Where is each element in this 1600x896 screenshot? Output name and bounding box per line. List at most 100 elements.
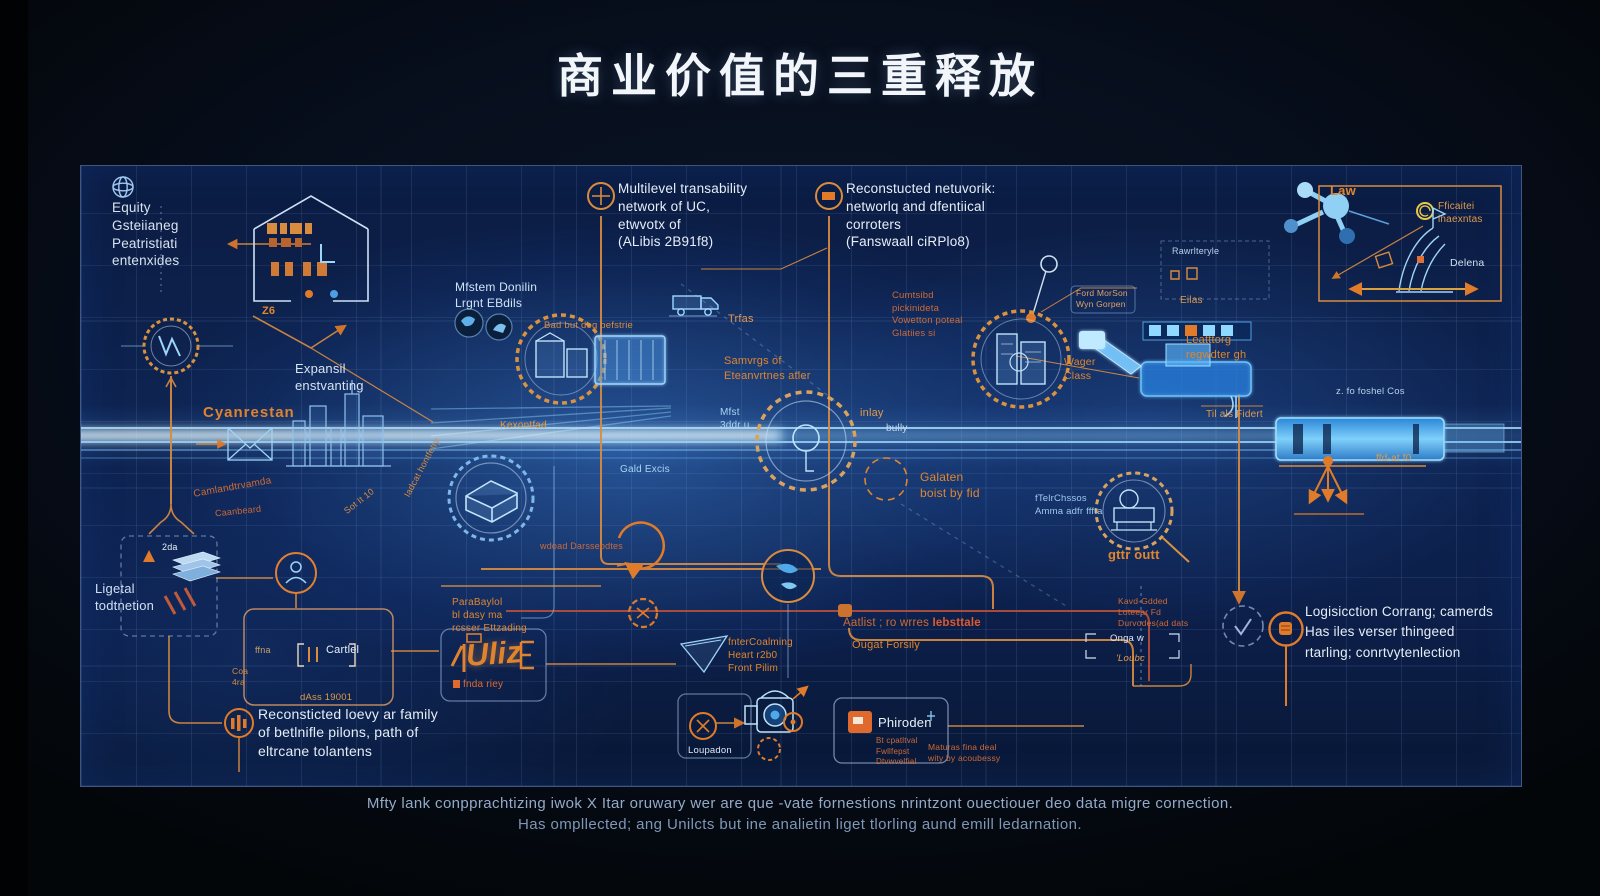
label-onga: Onga w <box>1110 633 1144 644</box>
chip-icon <box>815 182 843 210</box>
label-z6: Z6 <box>262 305 276 317</box>
ford-box <box>1070 285 1136 314</box>
beam-end-machine <box>1275 417 1505 467</box>
robot-arm-icon <box>1079 321 1252 418</box>
label-phiroden-sub: Bt cpatltval Fwllfepst Dtvwvelfial <box>876 736 918 767</box>
label-cumtsibd: Cumtsibd pickinideta Vowetton poteal Gla… <box>892 290 963 339</box>
label-wager: Wager Class <box>1064 356 1096 382</box>
docs-stack-box <box>120 535 221 637</box>
gear-mill-icon <box>1094 471 1190 563</box>
label-aatlist-bold: Iebsttale <box>932 617 981 630</box>
label-maturas: Maturas fina deal wity by acoubessy <box>928 742 1001 764</box>
label-mfst: Mfst 3ddr u <box>720 407 750 432</box>
page-title: 商业价值的三重释放 <box>557 50 1043 102</box>
fork-arrow-icon <box>1294 456 1364 515</box>
refresh-icon <box>616 521 665 580</box>
label-delena: Delena <box>1450 257 1485 269</box>
label-ougat: Ougat Forsily <box>852 639 921 651</box>
label-loubc: 'Loubc <box>1116 653 1145 664</box>
envelope-icon <box>227 427 273 461</box>
fist-icon <box>1268 611 1304 706</box>
truck-icon <box>669 295 719 317</box>
person-icon <box>275 552 317 594</box>
phiroden-box <box>833 697 949 764</box>
label-elias: Eilas <box>1180 295 1203 306</box>
camera-icon <box>744 685 809 761</box>
label-kavd: Kavd-Gdded Loteear Fd Durvodes(ad dats <box>1118 596 1189 629</box>
orange-wires <box>148 216 1424 772</box>
label-uliz: Uliz <box>464 634 524 673</box>
gear-rune-icon <box>142 317 200 375</box>
gear-core-icon <box>755 390 857 492</box>
pendulum-icon <box>1026 255 1058 323</box>
loupadon-box <box>677 693 752 759</box>
globe-node-icon <box>761 549 815 603</box>
label-aatlist: Aatlist ; ro wrres Iebsttale <box>843 601 981 631</box>
label-cyanrestan: Cyanrestan <box>203 404 295 421</box>
label-tofoshel: z. fo foshel Cos <box>1336 386 1405 397</box>
label-ffd: ffd-at f0 <box>1376 453 1412 464</box>
label-wdoad: wdoad Darsseodtes <box>540 541 623 551</box>
label-uliz-sub: fnda riey <box>463 679 504 690</box>
label-loupadon: Loupadon <box>688 745 732 756</box>
label-fnterconlming: fnterCoalming Heart r2b0 Front Pilim <box>728 637 793 675</box>
label-aatlist-pre: Aatlist ; ro wrres <box>843 617 933 630</box>
caption-line-1: Mfty lank conpprachtizing iwok X Itar or… <box>366 795 1234 812</box>
media-badge-icons <box>454 308 513 341</box>
machine-block-icon <box>594 335 666 385</box>
label-bad-but: Bad but dog befstrie <box>544 320 634 331</box>
label-cartlel-sub: dAss 19001 <box>300 692 353 703</box>
label-gald: Gald Excis <box>620 464 670 475</box>
label-reconsticted: Reconsticted loevy ar family of betlnifl… <box>258 706 438 759</box>
label-inlay: inlay <box>860 407 884 419</box>
label-law: Law <box>1330 183 1356 198</box>
label-ffna: ffna <box>255 645 271 655</box>
label-multilevel: Multilevel transability network of UC, e… <box>618 181 748 250</box>
funnel-icon <box>679 635 729 674</box>
label-equity: Equity Gsteiianeg Peatristiati entenxide… <box>112 200 180 269</box>
label-phiroden: Phiroden <box>878 715 932 730</box>
label-samvrgs: Samvrgs of Eteanvrtnes atler <box>724 355 811 382</box>
label-bully: bully <box>886 423 908 434</box>
globe-icon <box>112 176 134 198</box>
label-galaten: Galaten boist by fid <box>920 470 980 500</box>
label-ford: Ford MorSon Wyn Gorpen <box>1076 288 1128 310</box>
law-box <box>1318 185 1502 302</box>
caption-line-2: Has ompllected; ang Unilcts but ine anal… <box>518 816 1082 833</box>
rateloria-box <box>1160 240 1270 300</box>
label-parabaylol: ParaBaylol bl dasy ma rcsser Ettzading <box>452 597 527 635</box>
label-ligetal: Ligetal todtnetion <box>95 581 155 614</box>
cartlel-box <box>243 608 394 706</box>
label-2da: 2da <box>162 542 178 552</box>
equalizer-icon <box>224 708 254 738</box>
label-mfstem: Mfstem Donilin Lrgnt EBdils <box>455 280 538 310</box>
light-beam <box>81 404 1521 468</box>
dial-icon <box>1222 605 1264 647</box>
red-bus-line <box>506 604 1150 681</box>
docs-stack-icon <box>172 551 221 582</box>
label-ftelr: fTelrChssos Amma adfr fffta <box>1035 493 1103 517</box>
label-rateloria: Rawrlteryle <box>1172 246 1220 256</box>
uliz-box <box>440 628 547 702</box>
blue-connectors <box>521 466 1142 686</box>
molecule-icon <box>1284 182 1390 244</box>
label-leatttorg: Leatttorg regwdter gh <box>1186 334 1247 361</box>
label-coa: Coa 4ra <box>232 666 249 688</box>
label-expansil: Expansil enstvanting <box>295 361 364 394</box>
house-icon <box>253 195 369 302</box>
skyline-icon <box>286 380 391 467</box>
label-law-note: Fficaitei inaexntas <box>1438 201 1483 226</box>
label-logisicction: Logisicction Corrang; camerds Has iles v… <box>1305 604 1494 660</box>
diagram-artwork <box>81 166 1521 786</box>
onga-bracket-box <box>1085 633 1180 659</box>
node-gear-icon <box>627 597 659 629</box>
gear-building-icon <box>971 309 1071 409</box>
label-kexonfad: Kexontfad <box>500 420 547 431</box>
blueprint-panel <box>80 165 1522 787</box>
label-trfas: Trfas <box>728 313 754 325</box>
label-reconstructed-network: Reconstucted netuvorik: networlq and dfe… <box>846 181 996 250</box>
dashed-node-circle <box>864 457 908 501</box>
crosshair-icon <box>587 182 615 210</box>
label-cartlel: Cartlel <box>326 644 360 656</box>
